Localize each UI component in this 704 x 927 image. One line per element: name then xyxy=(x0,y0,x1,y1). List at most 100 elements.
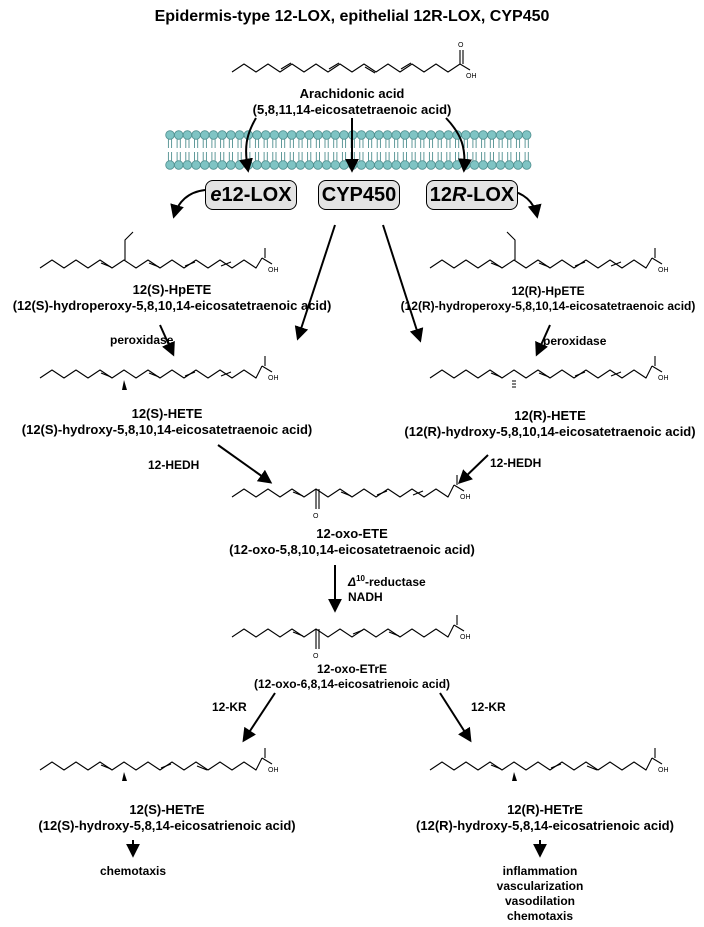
hetre-r-label: 12(R)-HETrE (12(R)-hydroxy-5,8,14-eicosa… xyxy=(400,802,690,835)
lipid-head xyxy=(234,130,245,140)
arachidonic-o-label: O xyxy=(458,42,464,49)
oxo-ete-name: 12-oxo-ETE xyxy=(316,526,388,541)
arachidonic-acid-label: Arachidonic acid (5,8,11,14-eicosatetrae… xyxy=(207,86,497,119)
lipid-head xyxy=(382,130,393,140)
oxo-etre-label: 12-oxo-ETrE (12-oxo-6,8,14-eicosatrienoi… xyxy=(222,662,482,692)
lipid-head xyxy=(182,160,193,170)
lipid-head xyxy=(226,160,236,170)
lipid-head xyxy=(365,130,375,140)
lipid-head xyxy=(208,130,219,140)
arrow-kr-right xyxy=(439,692,472,743)
hete-s-label: 12(S)-HETE (12(S)-hydroxy-5,8,10,14-eico… xyxy=(12,406,322,439)
lipid-head xyxy=(513,160,523,170)
hpete-s-structure xyxy=(39,231,273,269)
hpete-r-structure xyxy=(429,231,663,269)
arachidonic-acid-structure xyxy=(231,50,471,74)
hpete-r-label: 12(R)-HpETE (12(R)-hydroperoxy-5,8,10,14… xyxy=(398,284,698,314)
lipid-head xyxy=(374,130,384,140)
lipid-head xyxy=(374,160,384,170)
hete-s-full: (12(S)-hydroxy-5,8,10,14-eicosatetraenoi… xyxy=(21,422,313,438)
lipid-head xyxy=(165,130,175,140)
lipid-head xyxy=(252,160,262,170)
lipid-head xyxy=(261,160,271,170)
12rlox-pre: 12 xyxy=(429,184,452,206)
12rlox-italic: R xyxy=(452,184,467,206)
lipid-head xyxy=(356,130,367,140)
outcome-right-item: vasodilation xyxy=(504,894,575,908)
arrow-aa-to-e12lox xyxy=(239,117,257,173)
lipid-head xyxy=(173,160,184,170)
lipid-head xyxy=(365,160,375,170)
lipid-head xyxy=(234,160,245,170)
cell-membrane xyxy=(165,130,532,170)
lipid-head xyxy=(278,130,288,140)
lipid-head xyxy=(321,130,332,140)
lipid-head xyxy=(313,160,323,170)
lipid-head xyxy=(469,160,480,170)
lipid-head xyxy=(504,160,515,170)
lipid-head xyxy=(217,160,227,170)
arrow-aa-to-12rlox xyxy=(445,117,472,173)
outcome-right: inflammation vascularization vasodilatio… xyxy=(480,864,600,924)
lipid-head xyxy=(461,130,471,140)
lipid-head xyxy=(330,130,341,140)
lipid-head xyxy=(495,130,506,140)
outcome-right-item: vascularization xyxy=(496,879,584,893)
lipid-head xyxy=(487,160,497,170)
lipid-head xyxy=(356,160,367,170)
wedge-hetre-s xyxy=(122,772,127,781)
cyp450-enzyme-box: CYP450 xyxy=(318,180,400,210)
kr-right-label: 12-KR xyxy=(471,700,506,714)
hetre-s-structure xyxy=(39,748,273,771)
hpete-r-oh-label: OH xyxy=(658,267,669,274)
arrow-hedh-left xyxy=(217,444,273,484)
lipid-head xyxy=(269,130,280,140)
lipid-head xyxy=(426,160,436,170)
lipid-head xyxy=(391,160,401,170)
lipid-head xyxy=(400,130,410,140)
lipid-head xyxy=(191,130,201,140)
lipid-head xyxy=(191,160,201,170)
hetre-s-label: 12(S)-HETrE (12(S)-hydroxy-5,8,14-eicosa… xyxy=(22,802,312,835)
hete-r-oh-label: OH xyxy=(658,375,669,382)
wedge-hete-s xyxy=(122,380,127,390)
arrow-peroxidase-right xyxy=(535,324,551,357)
wedge-hetre-r xyxy=(512,772,517,781)
lipid-head xyxy=(461,160,471,170)
lipid-head xyxy=(487,130,497,140)
lipid-head xyxy=(435,160,445,170)
hetre-r-oh-label: OH xyxy=(658,767,669,774)
oxo-etre-oh-label: OH xyxy=(460,634,471,641)
nadh-label: NADH xyxy=(348,590,383,604)
lipid-head xyxy=(182,130,193,140)
lipid-head xyxy=(478,160,488,170)
delta-symbol: Δ xyxy=(348,575,357,589)
hete-s-oh-label: OH xyxy=(268,375,279,382)
hete-r-name: 12(R)-HETE xyxy=(514,408,586,423)
lipid-head xyxy=(321,160,332,170)
12rlox-post: -LOX xyxy=(466,184,515,206)
hpete-r-name: 12(R)-HpETE xyxy=(511,284,585,298)
oxo-ete-oh-label: OH xyxy=(460,494,471,501)
arrow-kr-left xyxy=(242,692,276,743)
hpete-s-full: (12(S)-hydroperoxy-5,8,10,14-eicosatetra… xyxy=(12,298,332,314)
oxo-ete-label: 12-oxo-ETE (12-oxo-5,8,10,14-eicosatetra… xyxy=(207,526,497,559)
lipid-head xyxy=(217,130,227,140)
oxo-ete-full: (12-oxo-5,8,10,14-eicosatetraenoic acid) xyxy=(229,542,475,558)
lipid-head xyxy=(173,130,184,140)
lipid-head xyxy=(382,160,393,170)
lipid-head xyxy=(522,130,532,140)
lipid-head xyxy=(287,130,297,140)
hetre-r-structure xyxy=(429,748,663,771)
hpete-s-label: 12(S)-HpETE (12(S)-hydroperoxy-5,8,10,14… xyxy=(2,282,342,315)
e12lox-enzyme-box: e12-LOX xyxy=(205,180,297,210)
lipid-head xyxy=(417,130,428,140)
hetre-r-full: (12(R)-hydroxy-5,8,14-eicosatrienoic aci… xyxy=(416,818,674,834)
lipid-head xyxy=(278,160,288,170)
lipid-head xyxy=(226,130,236,140)
reductase-name: -reductase xyxy=(364,575,426,589)
lipid-head xyxy=(391,130,401,140)
arrow-cyp450-to-hete-s xyxy=(294,224,336,341)
hetre-s-name: 12(S)-HETrE xyxy=(129,802,205,817)
